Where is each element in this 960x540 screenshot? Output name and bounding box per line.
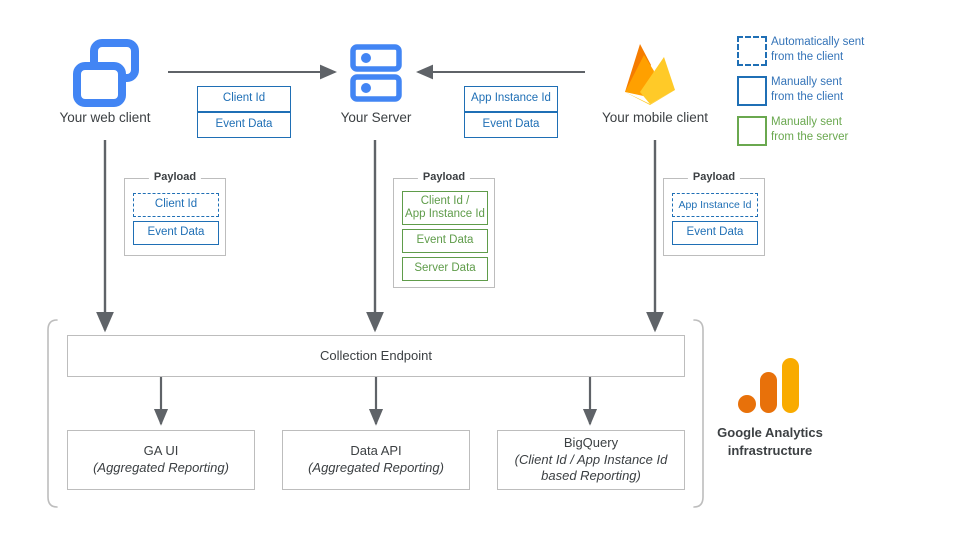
transfer-chip-event-data-mobile: Event Data <box>464 112 558 138</box>
bigquery-title: BigQuery <box>563 434 619 450</box>
legend-swatch-automatic-client <box>737 36 767 66</box>
transfer-chip-app-instance-id: App Instance Id <box>464 86 558 112</box>
server-payload-box: Payload Client Id /App Instance Id Event… <box>393 171 495 288</box>
data-api-title: Data API <box>350 443 402 459</box>
transfer-chip-event-data: Event Data <box>197 112 291 138</box>
infrastructure-label: Google Analytics infrastructure <box>697 424 843 459</box>
web-client-label: Your web client <box>59 110 151 125</box>
bigquery-subtitle-line2: based Reporting) <box>541 468 641 484</box>
web-payload-item-client-id: Client Id <box>133 193 219 217</box>
legend-swatch-manual-server <box>737 116 767 146</box>
infrastructure-bracket-right <box>693 319 704 508</box>
mobile-payload-title: Payload <box>687 171 741 183</box>
infrastructure-label-line2: infrastructure <box>727 442 813 458</box>
legend-0-line2: from the client <box>771 51 844 64</box>
infrastructure-bracket-left <box>47 319 58 508</box>
mobile-client-label: Your mobile client <box>601 110 709 125</box>
mobile-payload-box: Payload App Instance Id Event Data <box>663 171 765 256</box>
infrastructure-label-line1: Google Analytics <box>717 425 823 440</box>
legend-2-line2: from the server <box>771 131 849 144</box>
legend-2-line1: Manually sent <box>771 116 842 128</box>
browser-windows-icon <box>73 39 139 107</box>
web-payload-title: Payload <box>148 171 202 183</box>
legend-text-automatic-client: Automatically sent from the client <box>771 35 951 65</box>
bigquery-subtitle-line1: (Client Id / App Instance Id <box>514 451 668 467</box>
legend-text-manual-client: Manually sent from the client <box>771 75 951 105</box>
transfer-chip-client-id: Client Id <box>197 86 291 112</box>
collection-endpoint-box: Collection Endpoint <box>67 335 685 377</box>
web-payload-item-event-data: Event Data <box>133 221 219 245</box>
output-box-bigquery: BigQuery (Client Id / App Instance Id ba… <box>497 430 685 490</box>
server-racks-icon <box>350 44 402 102</box>
output-box-ga-ui: GA UI (Aggregated Reporting) <box>67 430 255 490</box>
server-label: Your Server <box>340 110 412 125</box>
legend-text-manual-server: Manually sent from the server <box>771 115 951 145</box>
ga-ui-subtitle: (Aggregated Reporting) <box>93 460 229 475</box>
server-payload-item-server-data: Server Data <box>402 257 488 281</box>
web-payload-box: Payload Client Id Event Data <box>124 171 226 256</box>
legend-0-line1: Automatically sent <box>771 36 865 48</box>
mobile-payload-item-app-instance-id: App Instance Id <box>672 193 758 217</box>
output-box-data-api: Data API (Aggregated Reporting) <box>282 430 470 490</box>
ga-ui-title: GA UI <box>143 443 179 459</box>
server-payload-item-id: Client Id /App Instance Id <box>402 191 488 225</box>
server-payload-title: Payload <box>417 171 471 183</box>
mobile-payload-item-event-data: Event Data <box>672 221 758 245</box>
firebase-flame-icon <box>620 38 680 106</box>
google-analytics-logo <box>738 358 802 420</box>
legend-1-line1: Manually sent <box>771 76 842 88</box>
data-api-subtitle: (Aggregated Reporting) <box>308 460 444 475</box>
legend-1-line2: from the client <box>771 91 844 104</box>
legend-swatch-manual-client <box>737 76 767 106</box>
server-payload-item-event-data: Event Data <box>402 229 488 253</box>
